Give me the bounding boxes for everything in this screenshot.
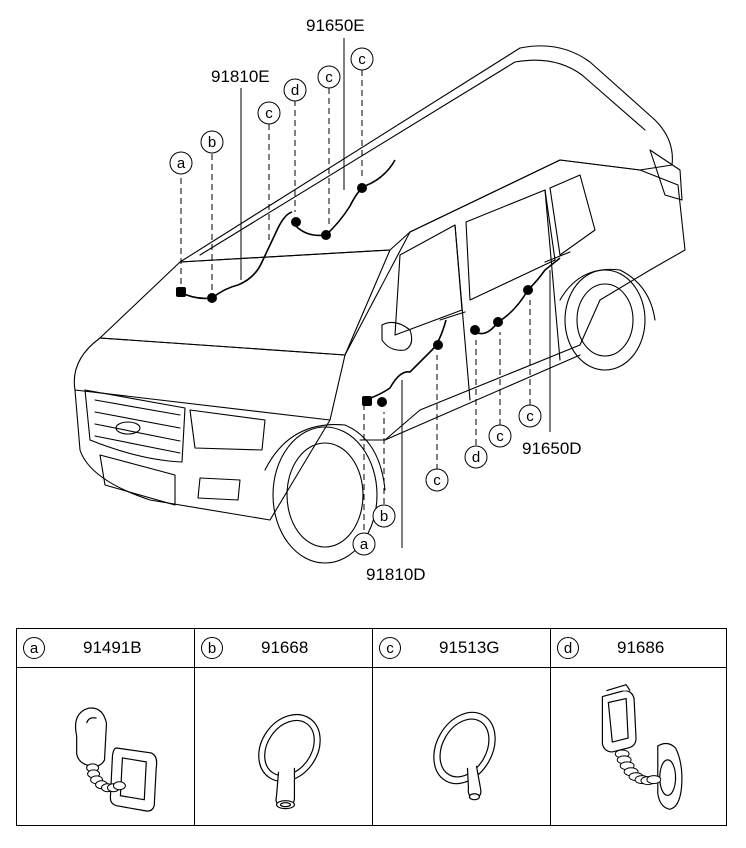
roof-harness-right — [291, 159, 396, 237]
roof-harness-left — [179, 211, 293, 300]
callout-c-top-3: c — [358, 51, 366, 68]
grommet-d-illustration — [601, 684, 683, 810]
callout-c-side-1: c — [433, 472, 441, 489]
part-letter-b: b — [201, 637, 223, 659]
part-letter-c: c — [379, 637, 401, 659]
callout-b-top: b — [208, 134, 216, 151]
grille — [84, 389, 186, 463]
part-number-b: 91668 — [261, 638, 309, 657]
parts-table: a 91491B b 91668 c 91513G d 91686 — [16, 628, 727, 826]
rear-door-window — [465, 189, 556, 301]
part-header-b: b 91668 — [195, 629, 373, 668]
part-header-c: c 91513G — [373, 629, 551, 668]
grommet-c-illustration — [433, 711, 496, 801]
part-image-a — [17, 668, 195, 825]
rear-door-harness — [471, 257, 561, 335]
body-side — [344, 159, 686, 441]
part-image-b — [195, 668, 373, 825]
front-wheel — [272, 426, 378, 564]
callout-b-side: b — [380, 508, 388, 525]
callout-a-top: a — [177, 155, 186, 172]
side-mirror — [381, 321, 413, 351]
callout-c-top-2: c — [325, 69, 333, 86]
part-letter-d: d — [557, 637, 579, 659]
windshield — [99, 249, 391, 356]
callout-a-side: a — [360, 536, 369, 553]
front-door-harness — [364, 319, 447, 401]
part-number-a: 91491B — [83, 638, 142, 657]
part-letter-a: a — [23, 637, 45, 659]
label-91810D: 91810D — [366, 565, 426, 584]
callout-c-top-1: c — [265, 105, 273, 122]
grommet-a-illustration — [74, 707, 158, 812]
part-image-c — [373, 668, 551, 825]
callout-d-top: d — [291, 82, 299, 99]
hood — [73, 337, 346, 421]
callout-d-side: d — [472, 449, 480, 466]
label-91810E: 91810E — [211, 67, 270, 86]
part-header-a: a 91491B — [17, 629, 195, 668]
callout-c-side-3: c — [526, 408, 534, 425]
callout-c-side-2: c — [496, 428, 504, 445]
vehicle-wiring-diagram: a b c d c c a b c d c c 91650E 91810E 91… — [73, 16, 686, 584]
part-number-d: 91686 — [617, 638, 665, 657]
label-91650E: 91650E — [306, 16, 365, 35]
part-image-d — [551, 668, 726, 825]
roof-outline — [179, 45, 673, 263]
part-header-d: d 91686 — [551, 629, 726, 668]
part-number-c: 91513G — [439, 638, 500, 657]
label-91650D: 91650D — [522, 439, 582, 458]
grommet-b-illustration — [258, 714, 321, 810]
